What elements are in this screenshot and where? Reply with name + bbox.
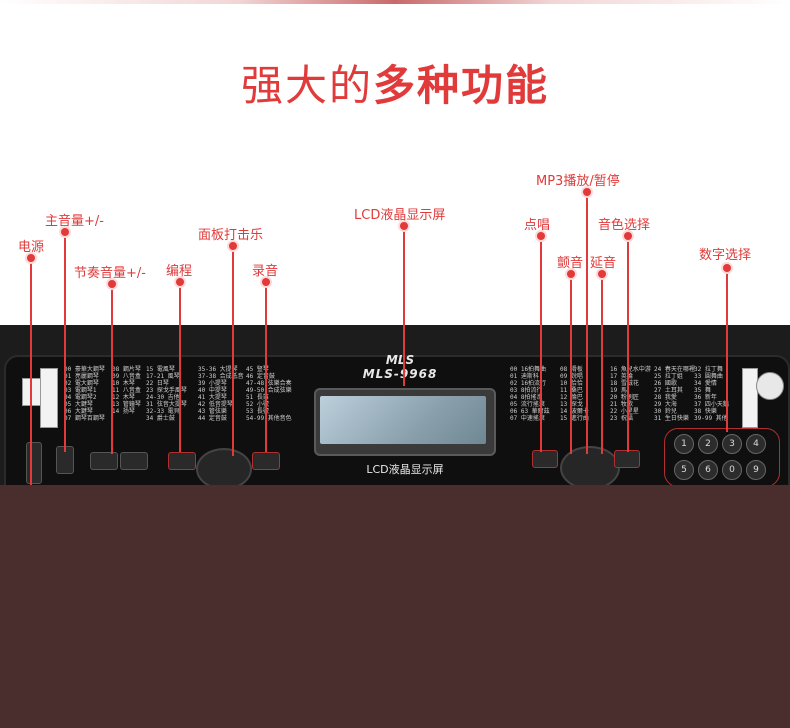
callout-number-select: 数字选择 — [699, 248, 752, 263]
dot-song-select — [537, 232, 545, 240]
voice-select-button[interactable] — [614, 450, 640, 468]
lead-program — [179, 282, 181, 452]
num-key-2[interactable]: 2 — [698, 434, 718, 454]
dot-vibrato — [567, 270, 575, 278]
rhythm-volume-down-button[interactable] — [90, 452, 118, 470]
drum-icon — [756, 372, 784, 400]
lead-mp3 — [586, 192, 588, 454]
callout-voice-select: 音色选择 — [598, 218, 651, 233]
lead-vibrato — [570, 274, 572, 454]
num-key-9[interactable]: 9 — [746, 460, 766, 480]
rhythm-volume-up-button[interactable] — [120, 452, 148, 470]
lead-percussion — [232, 246, 234, 456]
dot-number-select — [723, 264, 731, 272]
callout-master-volume: 主音量+/- — [45, 214, 104, 229]
lcd-screen — [320, 396, 486, 444]
lead-voice-select — [627, 236, 629, 452]
lead-master-volume — [64, 232, 66, 452]
lead-rhythm-volume — [111, 284, 113, 454]
lead-sustain — [601, 274, 603, 454]
callout-vibrato: 颤音 — [557, 256, 584, 271]
callout-mp3: MP3播放/暂停 — [536, 174, 620, 189]
lcd-caption: LCD液晶显示屏 — [366, 463, 444, 476]
percussion-pad[interactable] — [196, 448, 252, 490]
dot-lcd — [400, 222, 408, 230]
lead-power — [30, 258, 32, 490]
callout-power: 电源 — [18, 240, 45, 255]
lead-number-select — [726, 268, 728, 432]
title-light: 强大的 — [240, 61, 373, 110]
callout-song-select: 点唱 — [524, 218, 551, 233]
model-name: MLS-9968 — [362, 367, 438, 381]
callout-sustain: 延音 — [590, 256, 617, 271]
num-key-0[interactable]: 0 — [722, 460, 742, 480]
power-button[interactable] — [26, 442, 42, 484]
lead-song-select — [540, 236, 542, 452]
bottom-panel — [0, 485, 790, 728]
mp3-play-pause-pad[interactable] — [560, 446, 620, 490]
record-button[interactable] — [252, 452, 280, 470]
dot-power — [27, 254, 35, 262]
dot-program — [176, 278, 184, 286]
callout-lcd: LCD液晶显示屏 — [354, 208, 446, 223]
brand-logo: MLS — [385, 353, 415, 367]
guitar-icon — [22, 378, 42, 406]
num-key-3[interactable]: 3 — [722, 434, 742, 454]
dot-percussion — [229, 242, 237, 250]
num-key-4[interactable]: 4 — [746, 434, 766, 454]
song-select-button[interactable] — [532, 450, 558, 468]
side-label-card-right — [742, 368, 758, 428]
num-key-6[interactable]: 6 — [698, 460, 718, 480]
page-title: 强大的多种功能 — [0, 52, 790, 113]
dot-master-volume — [61, 228, 69, 236]
title-bold: 多种功能 — [373, 61, 550, 110]
num-key-1[interactable]: 1 — [674, 434, 694, 454]
lead-lcd — [403, 226, 405, 386]
dot-sustain — [598, 270, 606, 278]
dot-rhythm-volume — [108, 280, 116, 288]
dot-mp3 — [583, 188, 591, 196]
lead-record — [265, 282, 267, 452]
top-accent-bar — [0, 0, 790, 4]
callout-rhythm-volume: 节奏音量+/- — [74, 266, 146, 281]
callout-program: 编程 — [166, 264, 193, 279]
callout-percussion: 面板打击乐 — [198, 228, 264, 243]
callout-record: 录音 — [252, 264, 279, 279]
program-button[interactable] — [168, 452, 196, 470]
dot-record — [262, 278, 270, 286]
num-key-5[interactable]: 5 — [674, 460, 694, 480]
side-label-card — [40, 368, 58, 428]
dot-voice-select — [624, 232, 632, 240]
